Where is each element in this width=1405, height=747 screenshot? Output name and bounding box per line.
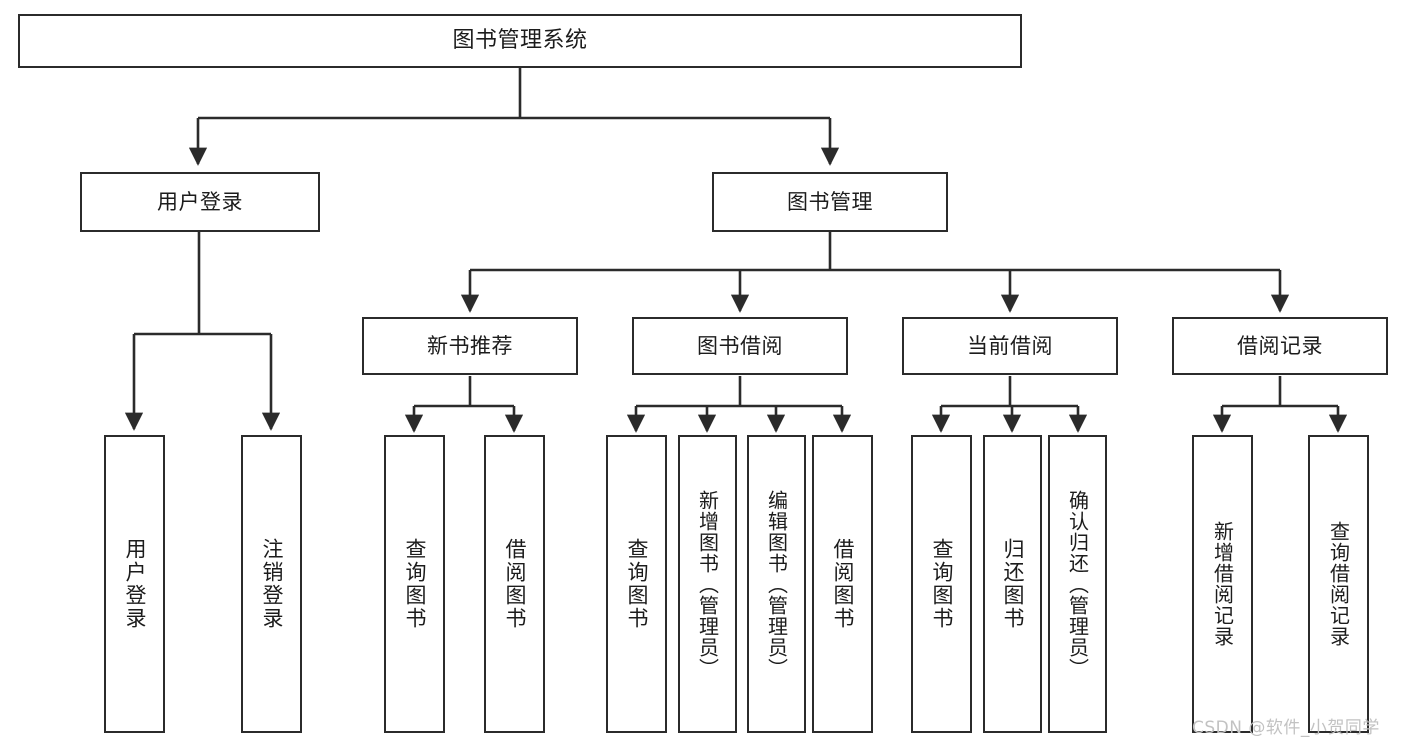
node-label: 当前借阅 xyxy=(967,333,1053,358)
node-label: 新增图书（管理员） xyxy=(695,489,720,679)
leaf-query-borrow-record[interactable]: 查询借阅记录 xyxy=(1308,435,1369,733)
node-current-borrow[interactable]: 当前借阅 xyxy=(902,317,1118,375)
leaf-logout[interactable]: 注销登录 xyxy=(241,435,302,733)
watermark: CSDN @软件_小贺同学 xyxy=(1192,718,1380,738)
node-label: 新书推荐 xyxy=(427,333,513,358)
leaf-return-book[interactable]: 归还图书 xyxy=(983,435,1042,733)
leaf-confirm-return-admin[interactable]: 确认归还（管理员） xyxy=(1048,435,1107,733)
node-label: 用户登录 xyxy=(123,538,147,630)
node-label: 归还图书 xyxy=(1001,538,1025,630)
node-label: 查询图书 xyxy=(930,538,954,630)
node-label: 借阅图书 xyxy=(831,538,855,630)
leaf-edit-book-admin[interactable]: 编辑图书（管理员） xyxy=(747,435,806,733)
leaf-query-book-borrow[interactable]: 查询图书 xyxy=(606,435,667,733)
node-book-management-system[interactable]: 图书管理系统 xyxy=(18,14,1022,68)
leaf-add-book-admin[interactable]: 新增图书（管理员） xyxy=(678,435,737,733)
node-label: 确认归还（管理员） xyxy=(1065,489,1090,679)
leaf-add-borrow-record[interactable]: 新增借阅记录 xyxy=(1192,435,1253,733)
node-label: 图书管理系统 xyxy=(452,28,588,54)
node-label: 用户登录 xyxy=(157,189,243,214)
leaf-borrow-book[interactable]: 借阅图书 xyxy=(812,435,873,733)
node-label: 图书借阅 xyxy=(697,333,783,358)
node-label: 注销登录 xyxy=(260,538,284,630)
node-label: 查询图书 xyxy=(625,538,649,630)
node-label: 借阅记录 xyxy=(1237,333,1323,358)
node-book-borrow[interactable]: 图书借阅 xyxy=(632,317,848,375)
node-borrow-record[interactable]: 借阅记录 xyxy=(1172,317,1388,375)
leaf-query-book-current[interactable]: 查询图书 xyxy=(911,435,972,733)
node-label: 编辑图书（管理员） xyxy=(764,489,789,679)
node-user-login[interactable]: 用户登录 xyxy=(80,172,320,232)
leaf-query-book-recommend[interactable]: 查询图书 xyxy=(384,435,445,733)
node-book-management[interactable]: 图书管理 xyxy=(712,172,948,232)
leaf-borrow-book-recommend[interactable]: 借阅图书 xyxy=(484,435,545,733)
leaf-user-login[interactable]: 用户登录 xyxy=(104,435,165,733)
node-label: 查询借阅记录 xyxy=(1326,521,1351,647)
node-label: 借阅图书 xyxy=(503,538,527,630)
node-new-book-recommend[interactable]: 新书推荐 xyxy=(362,317,578,375)
node-label: 新增借阅记录 xyxy=(1210,521,1235,647)
node-label: 查询图书 xyxy=(403,538,427,630)
node-label: 图书管理 xyxy=(787,189,873,214)
